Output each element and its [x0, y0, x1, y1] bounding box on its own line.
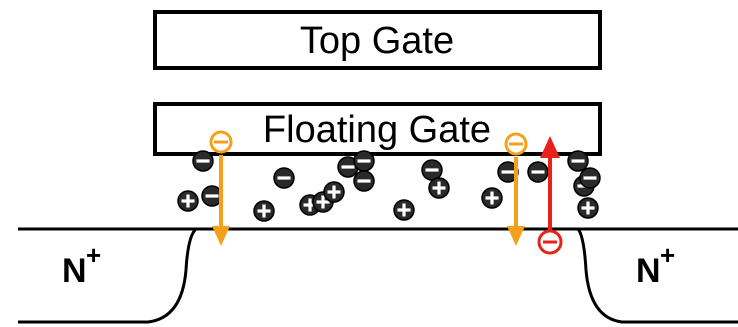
electron: [579, 167, 601, 189]
substrate: [18, 227, 738, 324]
substrate-right-surface: [576, 227, 738, 324]
electron: [567, 150, 589, 172]
top-gate: Top Gate: [153, 10, 602, 70]
hole: [323, 181, 345, 203]
red-injection-arrow: [537, 136, 563, 255]
top-gate-box: [153, 10, 602, 70]
drain-label: N: [636, 252, 661, 290]
source-label: N: [62, 252, 87, 290]
electron: [353, 150, 375, 172]
drain-region: N +: [636, 240, 675, 290]
hole: [481, 187, 503, 209]
hole: [577, 197, 599, 219]
electron: [192, 150, 214, 172]
substrate-left-surface: [18, 227, 200, 324]
electron: [421, 159, 443, 181]
electron: [273, 167, 295, 189]
left-electron-arrow: [209, 130, 233, 246]
hole: [428, 177, 450, 199]
hole: [177, 190, 199, 212]
hole: [393, 199, 415, 221]
drain-superscript: +: [660, 240, 675, 270]
source-region: N +: [62, 240, 101, 290]
right-electron-arrow: [504, 132, 528, 246]
hole: [253, 200, 275, 222]
source-superscript: +: [86, 240, 101, 270]
floating-gate-label: Floating Gate: [263, 109, 491, 151]
oxide-charges: [177, 150, 601, 222]
top-gate-label: Top Gate: [300, 20, 454, 62]
electron: [353, 170, 375, 192]
electron: [527, 161, 549, 183]
